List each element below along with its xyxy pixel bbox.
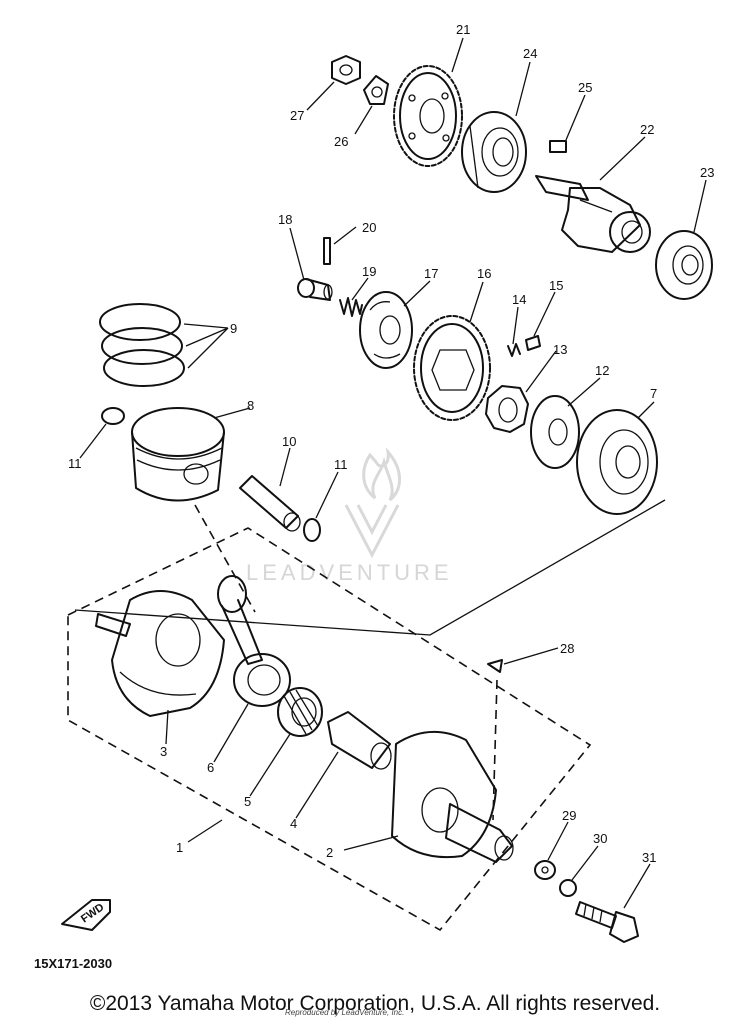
part-21-drive-gear: [393, 65, 463, 167]
part-15-pin: [525, 335, 541, 351]
label-11-right: 11: [334, 457, 348, 472]
label-29: 29: [562, 808, 576, 823]
part-19-spring: [339, 297, 363, 317]
label-25: 25: [578, 80, 592, 95]
part-24-bearing: [461, 111, 527, 193]
label-20: 20: [362, 220, 376, 235]
part-5-needle-bearing: [277, 687, 323, 737]
label-7: 7: [650, 386, 657, 401]
label-12: 12: [595, 363, 609, 378]
part-17-plate: [359, 291, 413, 369]
label-9: 9: [230, 321, 237, 336]
forward-arrow: FWD: [61, 899, 111, 931]
part-6-connecting-rod: [217, 575, 291, 707]
label-5: 5: [244, 794, 251, 809]
part-22-balancer-shaft: [535, 175, 651, 253]
part-labels: 1 2 3 4 5 6 7 8 9 10 11 11 12 13 14 15 1…: [68, 22, 714, 865]
part-9-piston-rings: [99, 303, 185, 387]
label-10: 10: [282, 434, 296, 449]
part-18-pin: [297, 278, 333, 301]
part-7-bearing: [576, 409, 658, 515]
part-3-crank-web: [95, 590, 225, 717]
label-26: 26: [334, 134, 348, 149]
copyright-notice: ©2013 Yamaha Motor Corporation, U.S.A. A…: [89, 992, 661, 1015]
fwd-label: FWD: [79, 901, 106, 925]
label-15: 15: [549, 278, 563, 293]
label-31: 31: [642, 850, 656, 865]
label-18: 18: [278, 212, 292, 227]
crankshaft-assembly-boundary: [67, 527, 592, 932]
label-13: 13: [553, 342, 567, 357]
label-11-left: 11: [68, 456, 82, 471]
part-10-piston-pin: [239, 475, 301, 532]
part-14-spring: [507, 343, 521, 357]
part-27-nut: [331, 55, 361, 85]
label-22: 22: [640, 122, 654, 137]
part-28-key: [487, 659, 503, 673]
label-16: 16: [477, 266, 491, 281]
key-alignment-line: [492, 679, 498, 821]
reproduction-credit: Reproduced by LeadVenture, Inc.: [285, 1008, 405, 1017]
label-3: 3: [160, 744, 167, 759]
part-25-key: [549, 140, 567, 153]
part-12-plate: [530, 395, 580, 469]
part-8-piston: [131, 407, 225, 502]
label-8: 8: [247, 398, 254, 413]
part-4-crank-pin: [327, 711, 392, 770]
part-2-crank-web: [391, 730, 514, 863]
drawing-code: 15X171-2030: [34, 956, 112, 971]
label-24: 24: [523, 46, 537, 61]
label-28: 28: [560, 641, 574, 656]
balancer-alignment-line: [74, 499, 666, 636]
label-14: 14: [512, 292, 526, 307]
label-6: 6: [207, 760, 214, 775]
label-30: 30: [593, 831, 607, 846]
piston-alignment-line: [194, 504, 256, 613]
label-4: 4: [290, 816, 297, 831]
part-13-collar: [485, 385, 529, 433]
part-16-gear: [413, 315, 491, 421]
label-23: 23: [700, 165, 714, 180]
part-11-circlip-right: [303, 518, 321, 542]
part-20-pin: [323, 237, 331, 265]
part-23-bearing: [655, 230, 713, 300]
leader-lines: [79, 37, 707, 909]
label-1: 1: [176, 840, 183, 855]
label-27: 27: [290, 108, 304, 123]
label-21: 21: [456, 22, 470, 37]
watermark: LEADVENTURE: [246, 447, 453, 585]
label-17: 17: [424, 266, 438, 281]
part-11-circlip-left: [101, 407, 125, 425]
watermark-text: LEADVENTURE: [246, 560, 453, 585]
part-31-bolt: [575, 901, 639, 943]
part-29-washer: [534, 860, 556, 880]
part-30-washer: [559, 879, 577, 897]
label-19: 19: [362, 264, 376, 279]
label-2: 2: [326, 845, 333, 860]
part-26-lock-washer: [363, 75, 389, 105]
